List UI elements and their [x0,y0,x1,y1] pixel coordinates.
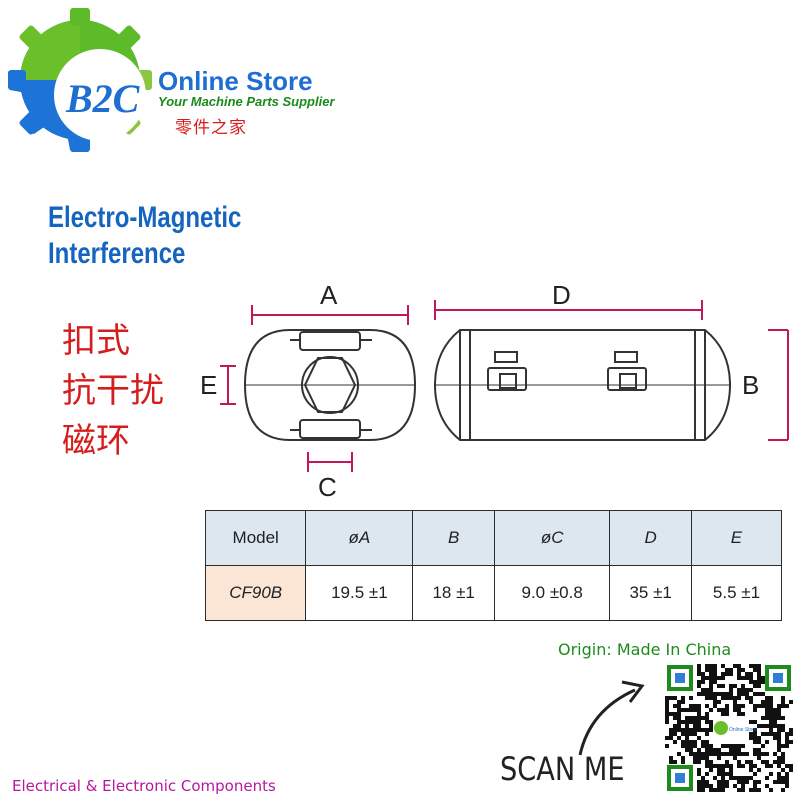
page-title-line-1: Electro-Magnetic [48,201,242,234]
qr-finder-patterns [667,665,791,791]
table-header-cell: E [690,510,783,566]
scan-me-label: SCAN ME [500,750,625,788]
chinese-description: 扣式 抗干扰 磁环 [62,316,164,466]
table-header-cell: D [609,510,692,566]
qr-code[interactable]: Online Store [665,663,793,793]
table-header-cell: B [412,510,495,566]
dimension-lines [220,300,789,472]
brand-title: Online Store [158,66,313,96]
gear-logo: B2C [8,8,152,152]
logo-text: B2C [65,76,141,121]
page-title: Electro-Magnetic Interference [48,200,290,272]
table-row: CF90B 19.5 ±1 18 ±1 9.0 ±0.8 35 ±1 5.5 ±… [204,565,783,621]
qr-logo-icon [714,721,728,735]
dimension-label-c: C [318,472,337,502]
chinese-line-2: 抗干扰 [62,371,164,411]
spec-table: Model øA B øC D E CF90B 19.5 ±1 18 ±1 9.… [204,510,783,621]
table-cell: 19.5 ±1 [305,565,414,621]
table-cell: 5.5 ±1 [690,565,783,621]
table-header-row: Model øA B øC D E [204,510,783,566]
table-cell: 18 ±1 [412,565,495,621]
chinese-line-3: 磁环 [62,421,130,461]
brand-tagline: Your Machine Parts Supplier [158,94,335,109]
table-cell: 35 ±1 [609,565,692,621]
qr-center-label: Online Store [729,727,757,733]
dimension-label-a: A [320,280,338,310]
dimension-label-d: D [552,280,571,310]
curved-arrow-icon [578,680,645,756]
front-view-hole [303,357,357,413]
table-cell: 9.0 ±0.8 [493,565,611,621]
footer-category: Electrical & Electronic Components [12,777,276,795]
dimension-label-e: E [200,370,217,400]
table-header-cell: øA [305,510,414,566]
gear-icon [8,8,152,152]
page-title-line-2: Interference [48,237,186,270]
front-view-outline [243,329,417,441]
table-header-cell: Model [204,510,307,566]
table-cell-model: CF90B [204,565,307,621]
dimension-label-b: B [742,370,759,400]
brand-chinese-name: 零件之家 [175,118,247,138]
dimension-diagram: A D B E C [200,280,789,502]
origin-label: Origin: Made In China [558,640,732,659]
table-header-cell: øC [493,510,611,566]
chinese-line-1: 扣式 [62,321,130,361]
